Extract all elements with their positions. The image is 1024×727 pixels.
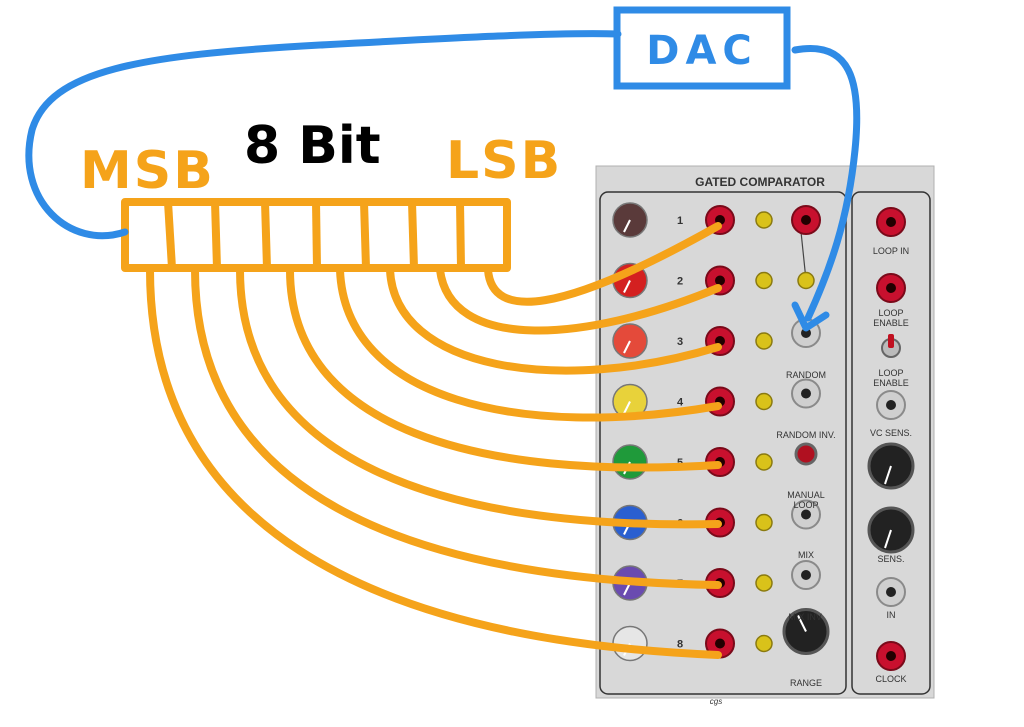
- channel-led: [756, 333, 772, 349]
- label-vc-sens: VC SENS.: [870, 428, 912, 438]
- label-enable-1: ENABLE: [873, 318, 909, 328]
- bus-divider-5: [364, 202, 366, 268]
- label-manual: MANUAL: [787, 490, 825, 500]
- label-loop: LOOP: [793, 500, 818, 510]
- bit-bus: [125, 202, 507, 268]
- msb-label: MSB: [80, 141, 215, 201]
- channel-number: 4: [677, 397, 684, 409]
- label-mix-inv: MIX INV.: [788, 612, 823, 622]
- label-sens: SENS.: [877, 554, 904, 564]
- bus-divider-4: [316, 202, 317, 268]
- dac-label: DAC: [646, 28, 758, 74]
- lsb-label: LSB: [446, 131, 562, 191]
- label-random: RANDOM: [786, 370, 826, 380]
- channel-number: 2: [677, 276, 683, 288]
- channel-number: 8: [677, 639, 683, 651]
- jack-hole: [801, 215, 811, 225]
- gated-comparator-module: GATED COMPARATOR 12345678 RANDOM RANDOM …: [596, 166, 934, 706]
- channel-led: [756, 212, 772, 228]
- label-range: RANGE: [790, 678, 822, 688]
- jack-hole: [886, 651, 896, 661]
- mid-led: [798, 273, 814, 289]
- channel-led: [756, 394, 772, 410]
- maker-mark: cgs: [710, 697, 722, 706]
- label-enable-2: ENABLE: [873, 378, 909, 388]
- jack-hole: [801, 570, 811, 580]
- jack-hole: [801, 510, 811, 520]
- label-mix: MIX: [798, 550, 814, 560]
- channel-number: 1: [677, 215, 683, 227]
- jack-hole: [886, 400, 896, 410]
- bus-divider-2: [215, 202, 217, 268]
- label-loop-in: LOOP IN: [873, 246, 909, 256]
- channel-led: [756, 454, 772, 470]
- jack-hole: [886, 283, 896, 293]
- label-loop-2: LOOP: [878, 368, 903, 378]
- jack-hole: [886, 217, 896, 227]
- bus-divider-1: [168, 202, 172, 268]
- bus-divider-7: [460, 202, 461, 268]
- jack-hole: [715, 276, 725, 286]
- label-random-inv: RANDOM INV.: [776, 430, 835, 440]
- jack-hole: [715, 639, 725, 649]
- jack-hole: [801, 389, 811, 399]
- label-clock: CLOCK: [875, 674, 906, 684]
- channel-number: 3: [677, 336, 683, 348]
- channel-led: [756, 273, 772, 289]
- label-in: IN: [887, 610, 896, 620]
- channel-led: [756, 575, 772, 591]
- bus-divider-3: [265, 202, 267, 268]
- manual-loop-button[interactable]: [796, 444, 816, 464]
- channel-led: [756, 636, 772, 652]
- module-title: GATED COMPARATOR: [695, 175, 825, 189]
- jack-hole: [886, 587, 896, 597]
- bus-divider-6: [412, 202, 414, 268]
- bit-count-label: 8 Bit: [244, 116, 381, 176]
- label-loop-1: LOOP: [878, 308, 903, 318]
- channel-led: [756, 515, 772, 531]
- toggle-lever: [888, 334, 894, 348]
